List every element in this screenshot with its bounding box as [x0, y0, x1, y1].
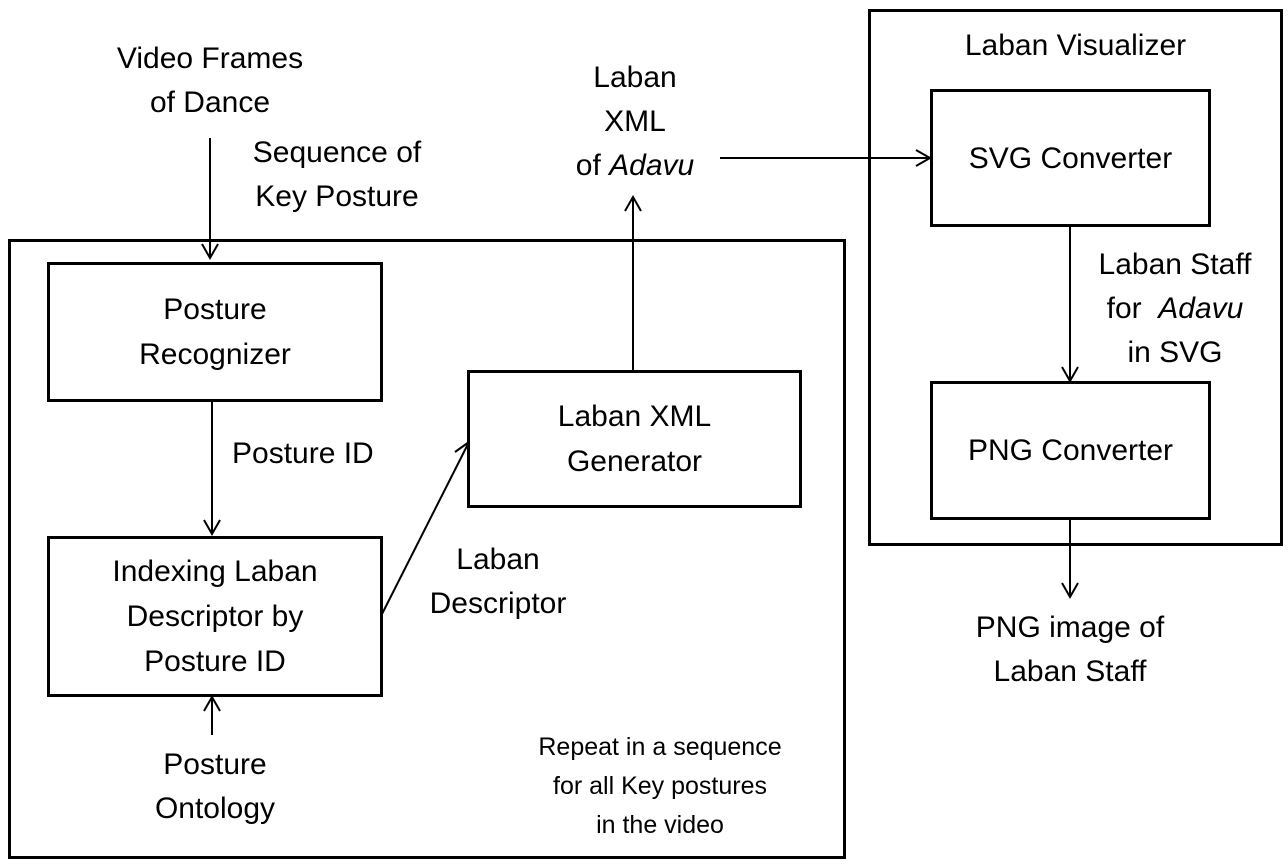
repeat-note-line-2: for all Key postures: [553, 772, 767, 800]
sequence-line-2: Key Posture: [255, 180, 419, 213]
laban-staff-label: Laban Staff for Adavu in SVG: [1075, 243, 1275, 375]
video-frames-line-1: Video Frames: [116, 42, 304, 75]
laban-xml-line-3: of Adavu: [535, 144, 735, 188]
ontology-line-1: Posture: [163, 748, 267, 781]
laban-xml-of-prefix: of: [575, 149, 610, 182]
svg-converter-node: SVG Converter: [930, 89, 1211, 227]
repeat-note: Repeat in a sequence for all Key posture…: [500, 728, 820, 845]
svg-converter-label: SVG Converter: [968, 141, 1173, 175]
sequence-line-1: Sequence of: [252, 136, 422, 169]
arrow-png-to-image-head: [1061, 582, 1079, 600]
laban-staff-line-2: for Adavu: [1075, 287, 1275, 331]
laban-staff-adavu: Adavu: [1158, 292, 1244, 325]
repeat-note-line-3: in the video: [596, 811, 724, 839]
visualizer-title: Laban Visualizer: [964, 29, 1187, 62]
laban-descriptor-line-2: Descriptor: [429, 587, 567, 620]
indexing-line-3: Posture ID: [144, 645, 286, 678]
generator-line-2: Generator: [566, 445, 703, 478]
laban-xml-line-1: Laban: [593, 61, 677, 94]
arrow-recognizer-to-indexing-head: [203, 519, 221, 537]
laban-descriptor-label: Laban Descriptor: [398, 538, 598, 626]
laban-staff-line-3: in SVG: [1127, 336, 1223, 369]
posture-recognizer-line-2: Recognizer: [139, 338, 291, 371]
posture-recognizer-node: Posture Recognizer: [47, 262, 383, 402]
png-converter-node: PNG Converter: [930, 381, 1211, 520]
posture-id-text: Posture ID: [232, 437, 374, 470]
arrow-indexing-to-generator: [380, 443, 469, 617]
arrow-generator-to-xml-head: [624, 194, 642, 212]
laban-xml-adavu: Adavu: [609, 149, 695, 182]
video-frames-line-2: of Dance: [149, 86, 271, 119]
png-image-line-2: Laban Staff: [993, 655, 1147, 688]
laban-xml-line-2: XML: [604, 105, 666, 138]
laban-descriptor-line-1: Laban: [456, 543, 540, 576]
posture-id-label: Posture ID: [232, 432, 374, 476]
png-converter-label: PNG Converter: [967, 434, 1174, 467]
posture-recognizer-line-1: Posture: [163, 293, 267, 326]
indexing-descriptor-node: Indexing Laban Descriptor by Posture ID: [47, 536, 383, 697]
indexing-line-1: Indexing Laban: [112, 555, 318, 588]
visualizer-container: [868, 9, 1283, 546]
xml-generator-node: Laban XML Generator: [467, 370, 802, 508]
video-frames-label: Video Frames of Dance: [60, 37, 360, 125]
png-image-label: PNG image of Laban Staff: [935, 606, 1205, 694]
indexing-line-2: Descriptor by: [126, 600, 304, 633]
laban-staff-line-1: Laban Staff: [1098, 248, 1252, 281]
arrow-ontology-to-indexing-head: [203, 694, 221, 712]
png-image-line-1: PNG image of: [975, 611, 1165, 644]
repeat-note-line-1: Repeat in a sequence: [538, 733, 782, 761]
posture-ontology-label: Posture Ontology: [95, 743, 335, 831]
generator-line-1: Laban XML: [557, 400, 712, 433]
arrow-video-to-recognizer-head: [201, 243, 219, 261]
laban-staff-for-prefix: for: [1106, 292, 1159, 325]
pipeline-container: [8, 239, 846, 859]
sequence-key-posture-label: Sequence of Key Posture: [227, 131, 447, 219]
ontology-line-2: Ontology: [154, 792, 276, 825]
laban-xml-output-label: Laban XML of Adavu: [535, 56, 735, 188]
